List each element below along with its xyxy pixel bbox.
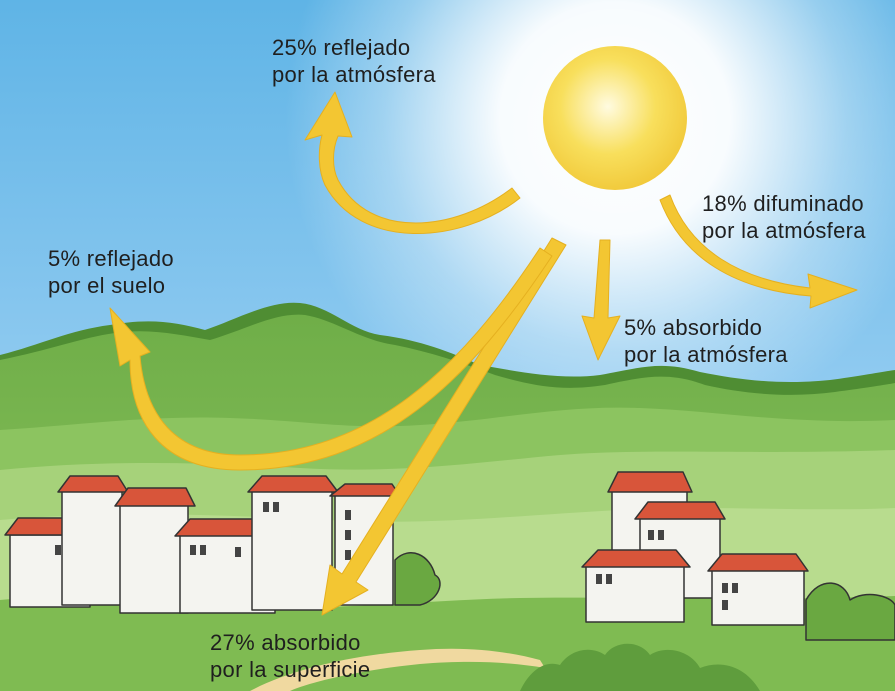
sun-icon: [543, 46, 687, 190]
dirt-path: [250, 648, 545, 691]
right-village: [581, 471, 895, 641]
label-reflected-ground-line2: por el suelo: [48, 273, 166, 298]
label-diffused-atmosphere-line2: por la atmósfera: [702, 218, 866, 243]
label-absorbed-surface-line1: 27% absorbido: [210, 630, 361, 655]
arrow-reflected-atmosphere: [304, 91, 521, 234]
label-reflected-atmosphere-line2: por la atmósfera: [272, 62, 436, 87]
label-reflected-atmosphere: 25% reflejado por la atmósfera: [272, 34, 436, 88]
arrow-absorbed-surface: [321, 237, 567, 616]
label-absorbed-atmosphere-line2: por la atmósfera: [624, 342, 788, 367]
label-absorbed-surface-line2: por la superficie: [210, 657, 371, 682]
arrow-reflected-ground: [109, 247, 553, 471]
label-absorbed-atmosphere-line1: 5% absorbido: [624, 315, 763, 340]
label-absorbed-atmosphere: 5% absorbido por la atmósfera: [624, 314, 788, 368]
label-reflected-ground: 5% reflejado por el suelo: [48, 245, 174, 299]
label-reflected-atmosphere-line1: 25% reflejado: [272, 35, 411, 60]
arrow-diffused-atmosphere: [659, 194, 858, 309]
label-diffused-atmosphere-line1: 18% difuminado: [702, 191, 864, 216]
radiation-arrows: [109, 91, 858, 616]
foreground-bush: [520, 643, 760, 691]
arrow-absorbed-atmosphere: [581, 239, 621, 361]
label-absorbed-surface: 27% absorbido por la superficie: [210, 629, 370, 683]
label-diffused-atmosphere: 18% difuminado por la atmósfera: [702, 190, 866, 244]
label-reflected-ground-line1: 5% reflejado: [48, 246, 174, 271]
